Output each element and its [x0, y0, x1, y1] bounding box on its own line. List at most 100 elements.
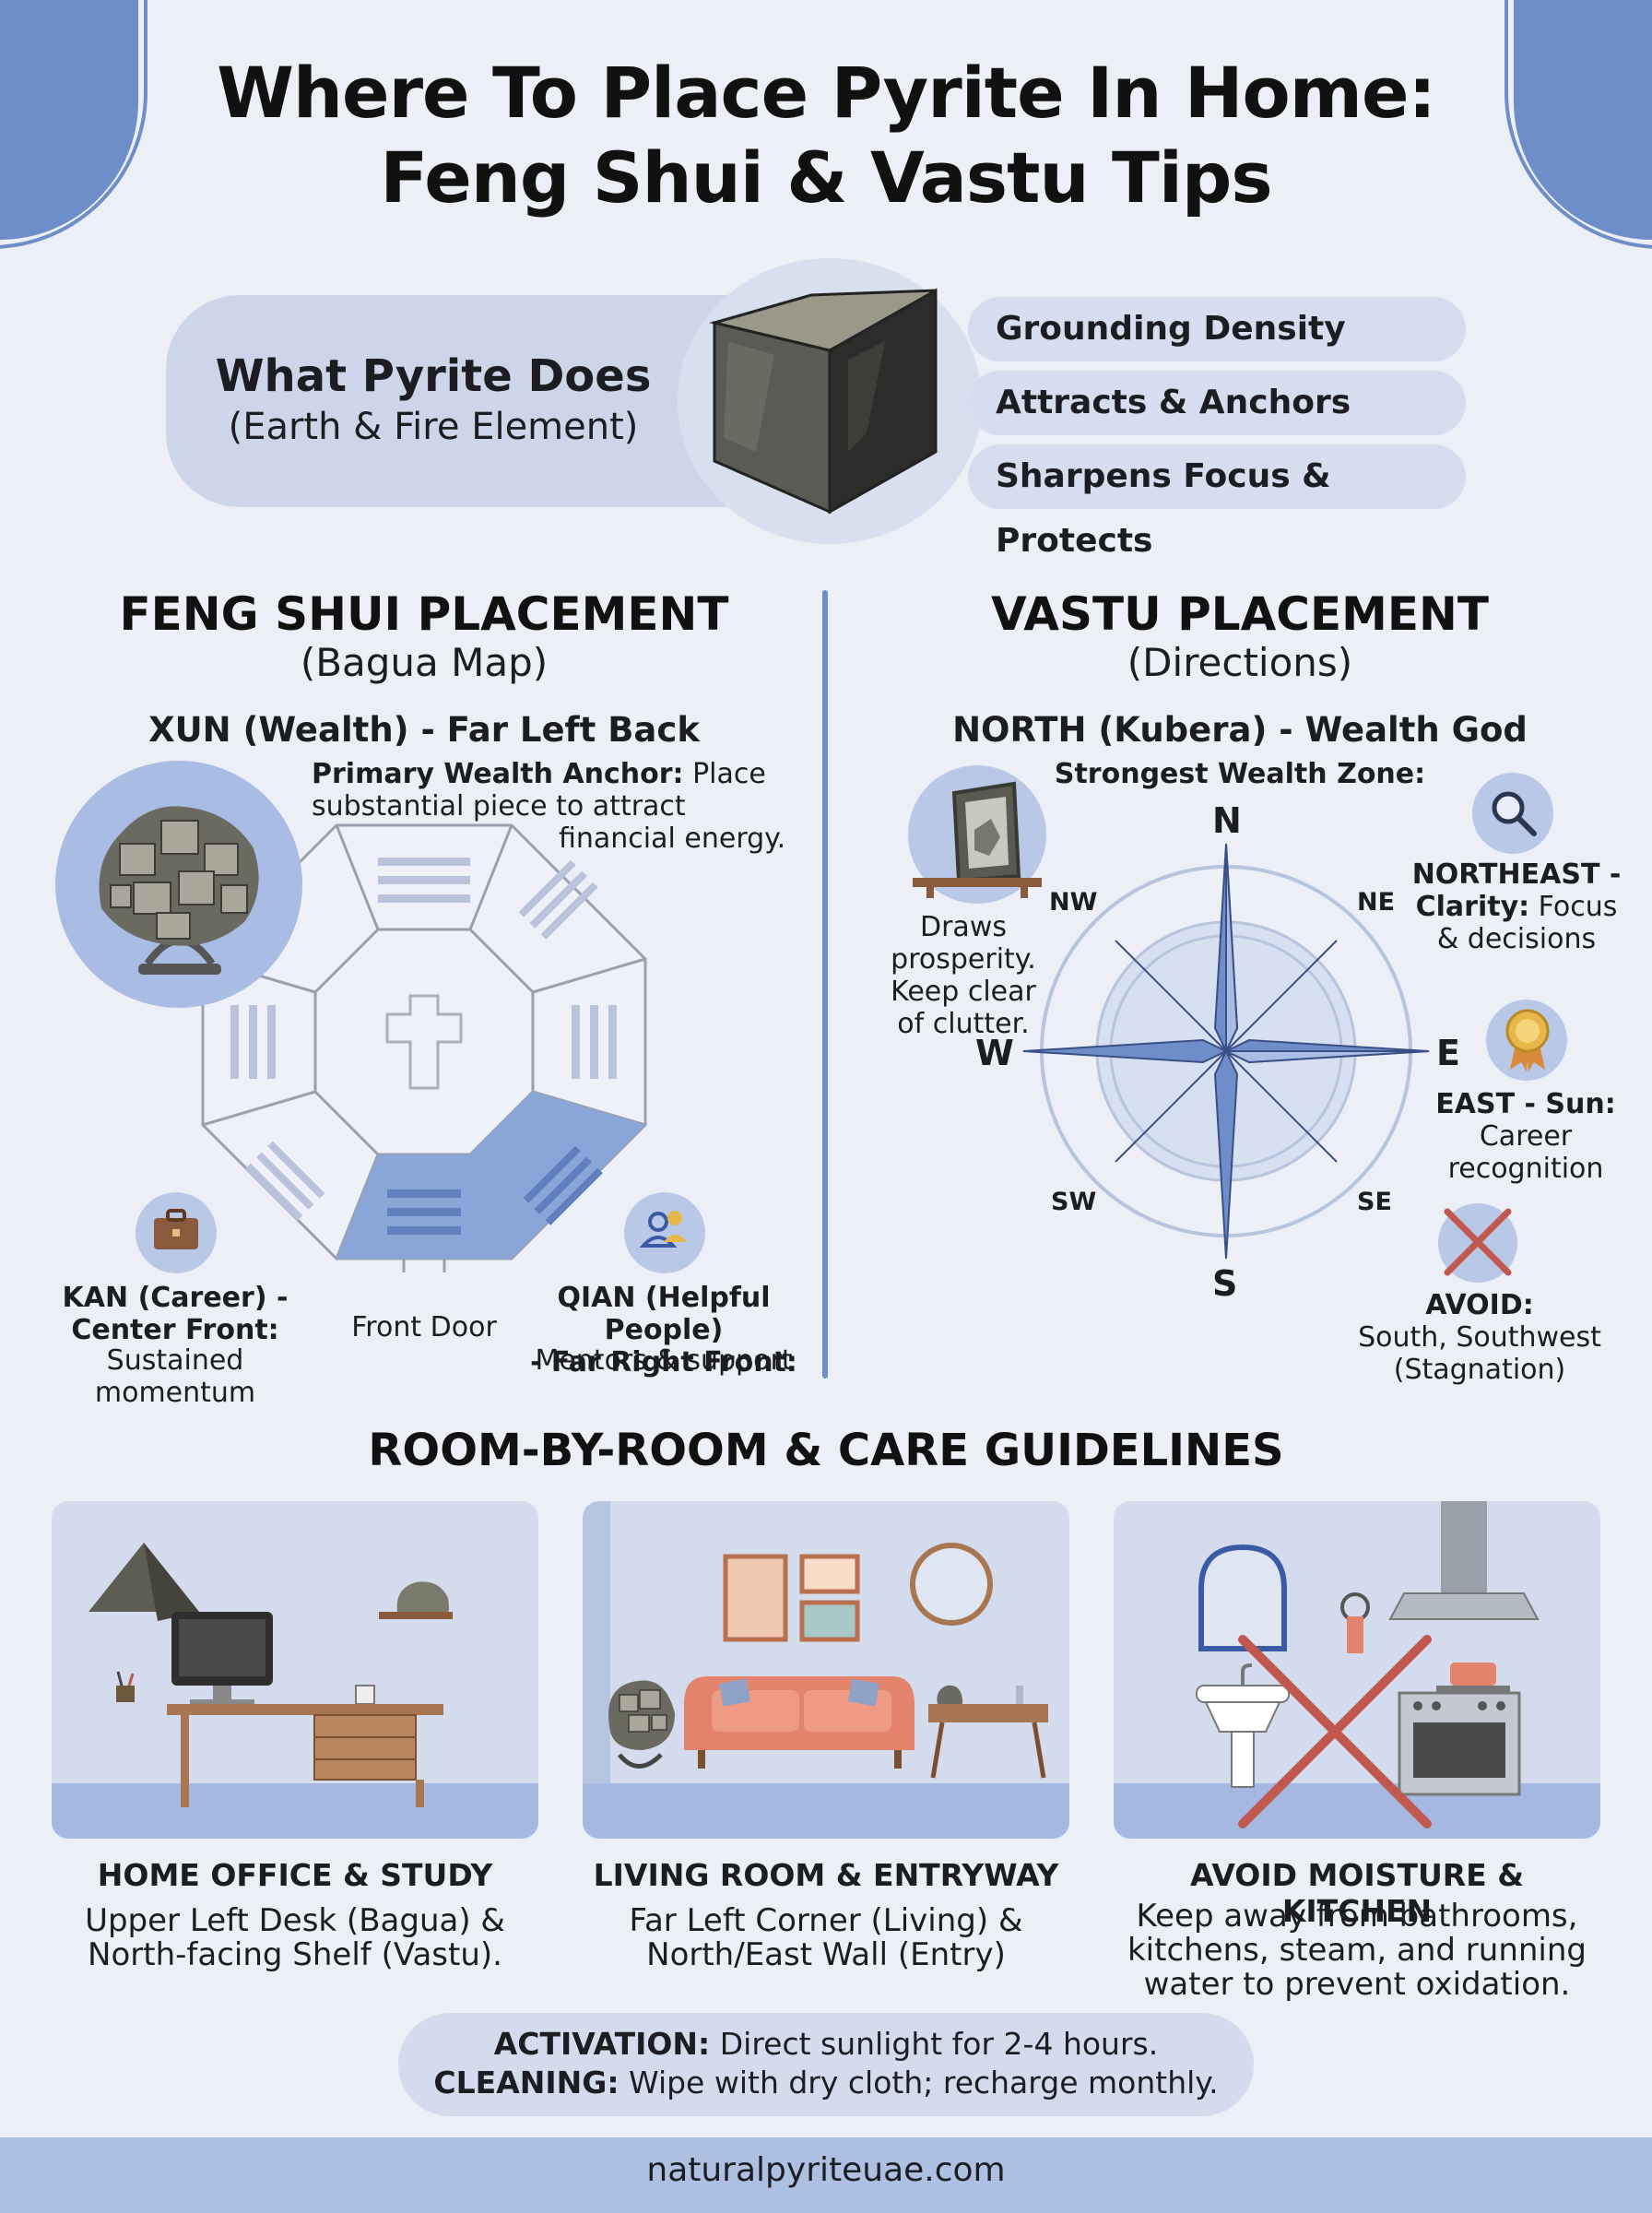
what-pyrite-does-subtitle: (Earth & Fire Element) — [228, 406, 639, 448]
card-3-line-3: water to prevent oxidation. — [1143, 1966, 1571, 2003]
avoid-line-3: (Stagnation) — [1393, 1354, 1566, 1386]
anchor-line-1: Place — [683, 758, 766, 790]
activation-label: ACTIVATION: — [493, 2026, 711, 2062]
east-line-1: EAST - Sun: — [1435, 1088, 1616, 1120]
title-line-1: Where To Place Pyrite In Home: — [217, 52, 1436, 134]
compass-rose-icon — [1022, 843, 1430, 1260]
card-3-title: AVOID MOISTURE & KITCHEN — [1190, 1857, 1524, 1929]
pyrite-cluster-icon — [99, 806, 259, 975]
compass-east: E — [1436, 1033, 1460, 1073]
briefcase-icon — [154, 1209, 198, 1249]
activation-line: ACTIVATION: Direct sunlight for 2-4 hour… — [398, 2026, 1254, 2062]
strongest-wealth-zone: Strongest Wealth Zone: — [1054, 758, 1426, 790]
award-medal-icon — [1505, 1009, 1550, 1071]
people-icon — [639, 1211, 688, 1248]
people-circle — [624, 1192, 705, 1273]
avoid-line-1: AVOID: — [1425, 1289, 1534, 1321]
kan-line-2: Center Front: — [71, 1314, 279, 1346]
corner-ring-left — [0, 0, 148, 249]
benefit-pill-2: Attracts & Anchors Wealth — [968, 371, 1466, 486]
kan-label: KAN (Career) - Center Front: — [23, 1282, 327, 1346]
compass-south: S — [1212, 1263, 1238, 1304]
framed-pyrite-icon — [913, 781, 1042, 898]
qian-line-3: Mentors & support — [535, 1344, 793, 1377]
magnifier-icon — [1492, 791, 1537, 836]
cleaning-text: Wipe with dry cloth; recharge monthly. — [619, 2065, 1219, 2101]
card-2-title: LIVING ROOM & ENTRYWAY — [593, 1857, 1059, 1893]
benefit-3-text: Sharpens Focus & Protects — [996, 457, 1331, 560]
compass-nw: NW — [1049, 888, 1098, 917]
card-3-line-1: Keep away from bathrooms, — [1136, 1898, 1578, 1935]
home-office-illustration — [88, 1543, 453, 1807]
compass-se: SE — [1357, 1188, 1392, 1216]
living-room-illustration — [583, 1501, 1048, 1783]
anchor-text: Primary Wealth Anchor: Place substantial… — [312, 758, 791, 855]
north-line-2: Keep clear — [891, 976, 1036, 1008]
card-1-title: HOME OFFICE & STUDY — [97, 1857, 493, 1893]
north-heading: NORTH (Kubera) - Wealth God — [952, 710, 1528, 750]
card-2-line-2: North/East Wall (Entry) — [646, 1936, 1006, 1973]
cleaning-line: CLEANING: Wipe with dry cloth; recharge … — [398, 2065, 1254, 2101]
title-line-2: Feng Shui & Vastu Tips — [380, 136, 1272, 219]
benefit-pill-1: Grounding Density (FeS2) — [968, 297, 1466, 417]
page-title: Where To Place Pyrite In Home: Feng Shui… — [138, 51, 1514, 220]
card-avoid-moisture — [1114, 1501, 1600, 1839]
xun-heading: XUN (Wealth) - Far Left Back — [148, 710, 700, 750]
kan-line-3: Sustained momentum — [94, 1344, 256, 1409]
north-line-1: Draws prosperity. — [891, 911, 1036, 976]
avoid-x-icon — [1444, 1208, 1512, 1276]
corner-ring-right — [1504, 0, 1652, 249]
bagua-map-icon — [201, 823, 647, 1272]
card-1-desc: Upper Left Desk (Bagua) & North-facing S… — [52, 1904, 538, 1972]
northeast-description: NORTHEAST - Clarity: Focus & decisions — [1401, 858, 1632, 955]
compass-ne: NE — [1357, 888, 1396, 917]
qian-line-2: - Far Right Front: — [530, 1346, 797, 1379]
compass-west: W — [975, 1033, 1014, 1073]
vastu-subtitle: (Directions) — [1127, 640, 1353, 685]
front-door-label: Front Door — [351, 1311, 497, 1343]
card-1-line-1: Upper Left Desk (Bagua) & — [85, 1902, 505, 1939]
card-2-line-1: Far Left Corner (Living) & — [629, 1902, 1023, 1939]
card-floor — [583, 1783, 1069, 1839]
cleaning-label: CLEANING: — [433, 2065, 620, 2101]
qian-label: QIAN (Helpful People) - Far Right Front: — [502, 1282, 825, 1379]
what-pyrite-does-title: What Pyrite Does — [215, 350, 652, 402]
pyrite-cube-icon — [709, 288, 938, 515]
benefit-pill-3: Sharpens Focus & Protects — [968, 444, 1466, 560]
rooms-title: ROOM-BY-ROOM & CARE GUIDELINES — [368, 1425, 1284, 1476]
website-link[interactable]: naturalpyriteuae.com — [646, 2151, 1006, 2189]
east-description: EAST - Sun: Career recognition — [1410, 1088, 1641, 1185]
avoid-line-2: South, Southwest — [1358, 1321, 1601, 1354]
activation-text: Direct sunlight for 2-4 hours. — [710, 2026, 1159, 2062]
card-floor — [52, 1783, 538, 1839]
bathroom-kitchen-illustration — [1196, 1501, 1540, 1828]
card-living-room — [583, 1501, 1069, 1839]
card-2-desc: Far Left Corner (Living) & North/East Wa… — [583, 1904, 1069, 1972]
anchor-line-2: substantial piece to attract — [312, 790, 686, 822]
east-line-2: Career — [1479, 1120, 1573, 1153]
compass-north: N — [1212, 800, 1242, 841]
anchor-label: Primary Wealth Anchor: — [312, 758, 684, 790]
kan-line-1: KAN (Career) - — [62, 1282, 289, 1314]
care-panel — [398, 2013, 1254, 2116]
qian-line-1: QIAN (Helpful People) — [557, 1282, 771, 1346]
east-line-3: recognition — [1447, 1153, 1604, 1185]
ne-line-2-bold: Clarity: — [1415, 891, 1530, 923]
ne-line-3: & decisions — [1436, 923, 1597, 955]
card-1-line-2: North-facing Shelf (Vastu). — [88, 1936, 502, 1973]
north-line-3: of clutter. — [897, 1008, 1030, 1040]
bottom-bar — [0, 2137, 1652, 2213]
avoid-description: AVOID: South, Southwest (Stagnation) — [1337, 1289, 1622, 1386]
anchor-line-3: financial energy. — [559, 822, 786, 855]
ne-line-2-rest: Focus — [1529, 891, 1618, 923]
feng-shui-title: FENG SHUI PLACEMENT — [119, 587, 729, 641]
feng-shui-subtitle: (Bagua Map) — [300, 640, 549, 685]
section-divider — [822, 590, 828, 1379]
north-description: Draws prosperity. Keep clear of clutter. — [844, 911, 1083, 1040]
ne-line-1: NORTHEAST - — [1411, 858, 1622, 891]
card-3-line-2: kitchens, steam, and running — [1127, 1932, 1587, 1969]
compass-sw: SW — [1051, 1188, 1097, 1216]
vastu-title: VASTU PLACEMENT — [990, 587, 1490, 641]
card-home-office — [52, 1501, 538, 1839]
card-3-desc: Keep away from bathrooms, kitchens, stea… — [1114, 1899, 1600, 2002]
